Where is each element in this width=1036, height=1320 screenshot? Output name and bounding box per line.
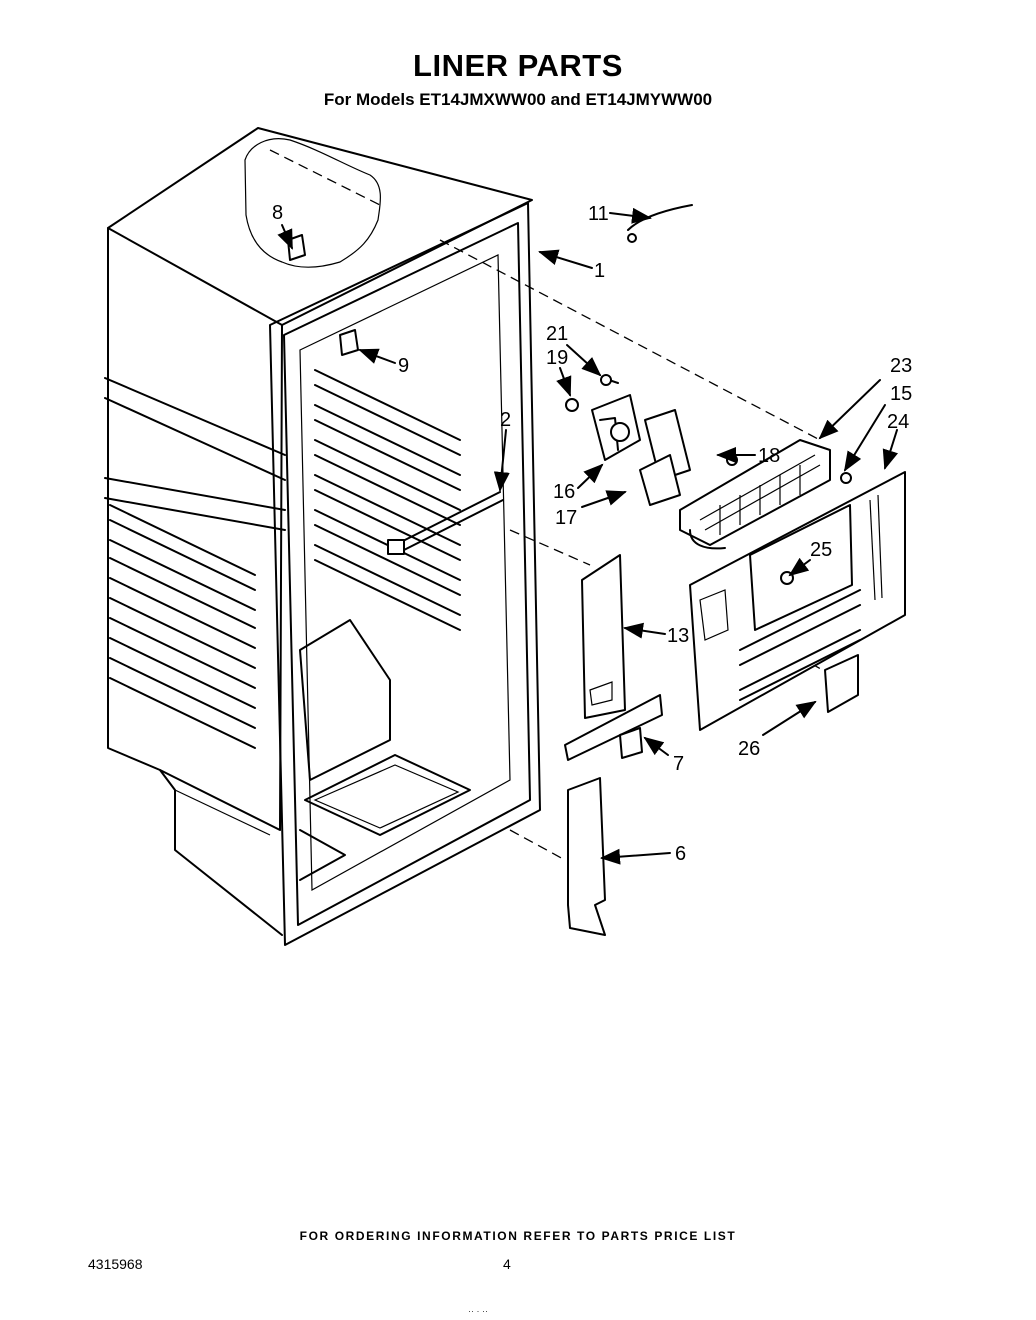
callout-26: 26 [738,738,760,760]
fan-motor-assembly [565,374,691,506]
part-6-shape [567,777,606,936]
air-duct-parts [287,204,693,936]
callout-13: 13 [667,625,689,647]
evaporator-cover [689,471,906,731]
bottom-stamp: ·· · ·· [468,1306,488,1316]
callout-9: 9 [398,355,409,377]
callout-18: 18 [758,445,780,467]
callout-19: 19 [546,347,568,369]
ordering-footer: FOR ORDERING INFORMATION REFER TO PARTS … [299,1229,737,1243]
callout-23: 23 [890,355,912,377]
part-8-shape [287,234,306,261]
callout-6: 6 [675,843,686,865]
callout-8: 8 [272,202,283,224]
document-number: 4315968 [88,1256,143,1272]
refrigerator-cabinet [104,127,541,946]
page-title: LINER PARTS [413,48,623,83]
callout-17: 17 [555,507,577,529]
part-9-shape [339,329,359,356]
callout-11: 11 [588,203,609,225]
page-number: 4 [503,1256,511,1272]
leader-lines [277,207,899,865]
callout-21: 21 [546,323,568,345]
callout-1: 1 [594,260,605,282]
callout-16: 16 [553,481,575,503]
callout-15: 15 [890,383,912,405]
callout-7: 7 [673,753,684,775]
callout-24: 24 [887,411,909,433]
evaporator-bracket [679,439,831,550]
callout-labels: 11 1 8 9 21 19 2 23 15 24 18 16 17 25 13… [272,202,912,865]
callout-25: 25 [810,539,832,561]
model-subtitle: For Models ET14JMXWW00 and ET14JMYWW00 [323,90,713,109]
part-7-shape [564,694,663,761]
callout-2: 2 [500,409,511,431]
part-11-shape [627,204,693,231]
part-13-shape [581,554,626,719]
